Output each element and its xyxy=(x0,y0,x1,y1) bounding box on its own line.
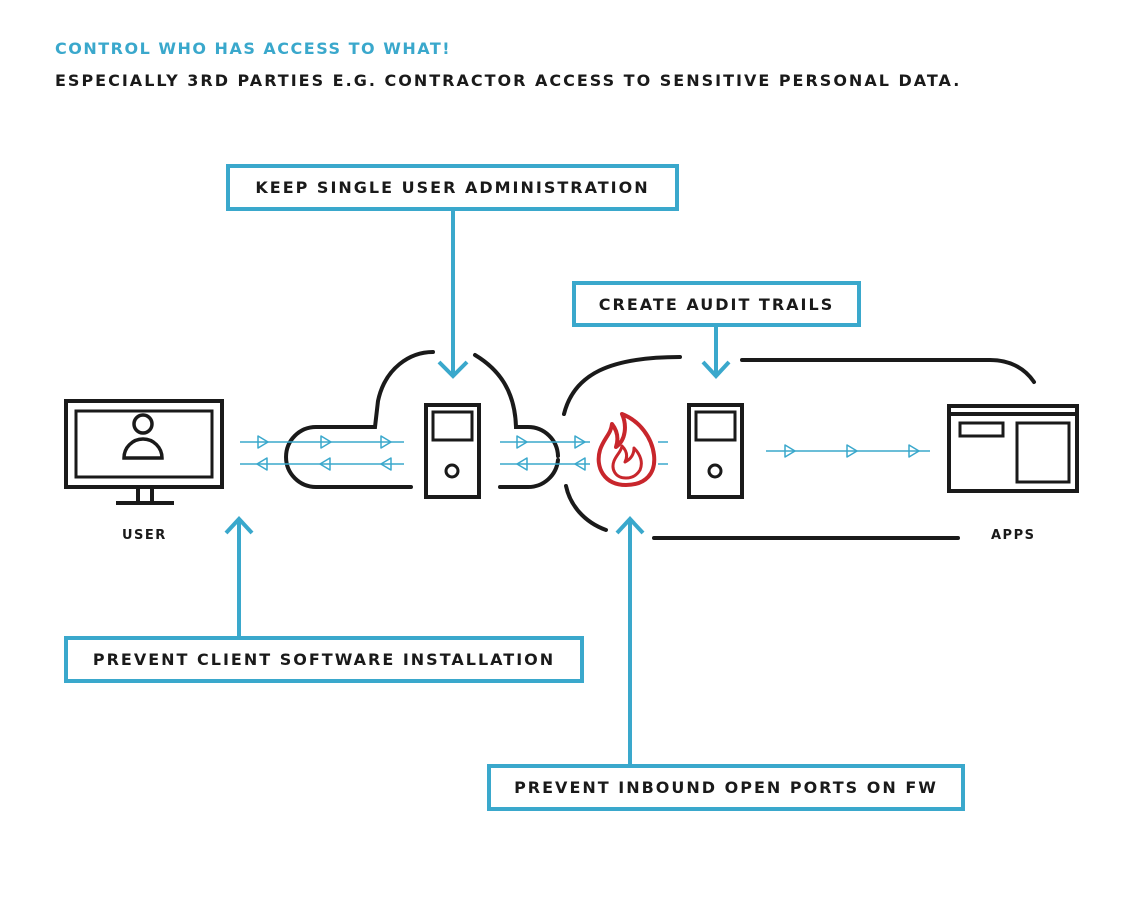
flow-arrow-right xyxy=(380,435,392,449)
ports-arrowhead xyxy=(615,516,645,535)
flow-arrow-right xyxy=(784,444,796,458)
user-label: USER xyxy=(122,528,167,543)
callout-inbound-ports: PREVENT INBOUND OPEN PORTS ON FW xyxy=(487,764,965,811)
flow-arrow-left xyxy=(319,457,331,471)
cloud-outline-left xyxy=(284,350,560,490)
server-icon-gateway xyxy=(424,403,481,499)
flow-arrow-right xyxy=(516,435,528,449)
flow-arrow-right xyxy=(846,444,858,458)
flow-arrow-right xyxy=(908,444,920,458)
flow-arrow-right xyxy=(320,435,332,449)
flow-arrow-left xyxy=(574,457,586,471)
audit-arrowhead xyxy=(701,360,731,379)
callout-audit-trails: CREATE AUDIT TRAILS xyxy=(572,281,861,327)
server-icon-app xyxy=(687,403,744,499)
monitor-user-icon xyxy=(64,399,224,505)
callout-client-software: PREVENT CLIENT SOFTWARE INSTALLATION xyxy=(64,636,584,683)
flow-arrow-left xyxy=(516,457,528,471)
flow-arrow-left xyxy=(256,457,268,471)
flow-arrow-right xyxy=(574,435,586,449)
apps-label: APPS xyxy=(991,528,1036,543)
flame-icon xyxy=(596,412,657,487)
page-title: CONTROL WHO HAS ACCESS TO WHAT! xyxy=(55,39,452,58)
callout-user-administration: KEEP SINGLE USER ADMINISTRATION xyxy=(226,164,679,211)
page-subtitle: ESPECIALLY 3RD PARTIES E.G. CONTRACTOR A… xyxy=(55,71,962,90)
app-window-icon xyxy=(947,404,1079,493)
cloud-outline-right xyxy=(562,355,1036,540)
flow-arrow-left xyxy=(380,457,392,471)
client-arrowhead xyxy=(224,516,254,535)
flow-arrow-right xyxy=(257,435,269,449)
admin-arrowhead xyxy=(437,360,469,379)
